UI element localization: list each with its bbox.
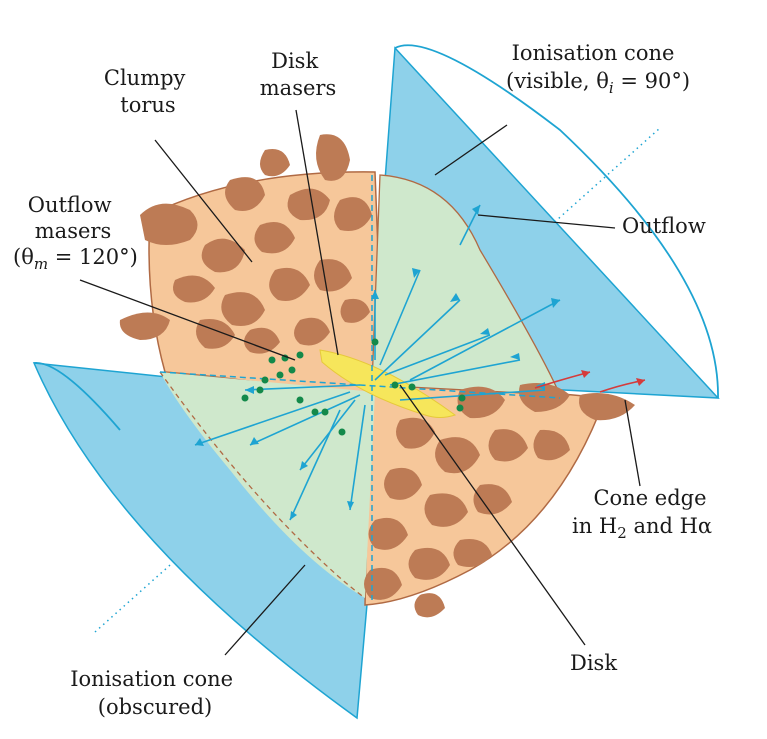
label-cone-edge-sub: in H2 and Hα: [572, 514, 712, 542]
label-cone-edge: Cone edge: [593, 486, 706, 510]
label-ionisation-visible: Ionisation cone: [512, 41, 675, 65]
label-ionisation-visible-sub: (visible, θi = 90°): [506, 69, 690, 97]
leader-lines: [79, 109, 641, 656]
torus-clumps: [119, 134, 635, 618]
maser-dots: [241, 338, 466, 436]
obscured-cone-rim: [33, 362, 121, 431]
accretion-disk: [319, 349, 457, 418]
label-clumpy-torus: Clumpy torus: [104, 66, 192, 117]
inner-cone-lower-edge: [159, 371, 366, 599]
outflow-arrowheads: [195, 205, 560, 520]
outflow-arrows: [194, 204, 561, 521]
visible-cone-rim: [394, 44, 719, 399]
label-ionisation-obscured: Ionisation cone (obscured): [70, 667, 240, 719]
inner-cone-lower: [160, 372, 375, 598]
cone-edge-flow-heads: [581, 370, 645, 386]
inner-cone-upper: [371, 174, 562, 396]
label-outflow: Outflow: [622, 214, 706, 238]
label-disk-masers: Disk masers: [260, 49, 336, 100]
label-outflow-masers-angle: (θm = 120°): [13, 245, 138, 273]
label-disk: Disk: [570, 651, 617, 675]
label-outflow-masers: Outflow masers: [28, 193, 119, 243]
